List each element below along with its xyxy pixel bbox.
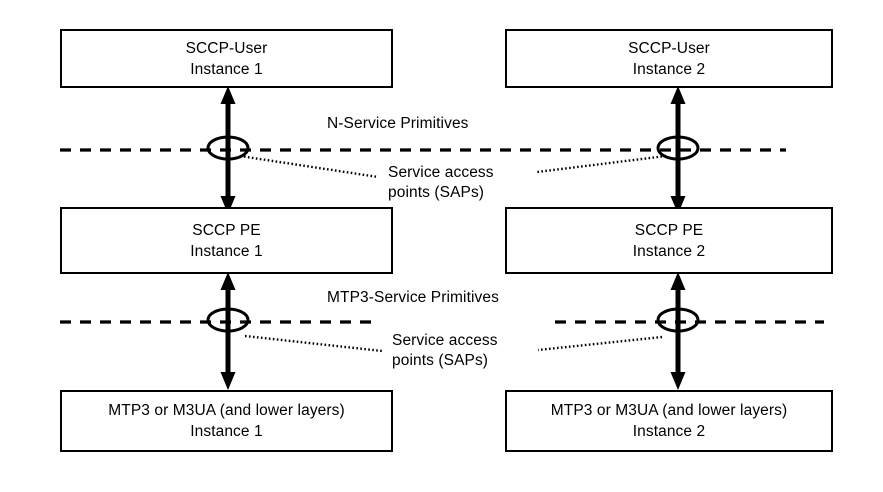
box-mtp3-2-line1: MTP3 or M3UA (and lower layers) bbox=[550, 402, 788, 419]
label-sap-upper-line1: Service access bbox=[388, 164, 494, 181]
box-sccp-pe-1[interactable]: SCCP PE Instance 1 bbox=[60, 207, 393, 274]
label-sap-lower: Service access points (SAPs) bbox=[392, 331, 498, 371]
label-mtp3-service-primitives: MTP3-Service Primitives bbox=[327, 289, 499, 306]
label-sap-lower-line2: points (SAPs) bbox=[392, 352, 489, 369]
ellipse-sap-icon bbox=[206, 135, 250, 161]
ellipse-sap-icon bbox=[656, 307, 700, 333]
box-mtp3-2[interactable]: MTP3 or M3UA (and lower layers) Instance… bbox=[505, 390, 833, 452]
box-sccp-user-1-line2: Instance 1 bbox=[190, 60, 263, 78]
sap-leader-lower-right bbox=[537, 335, 663, 352]
box-mtp3-2-line2: Instance 2 bbox=[632, 423, 706, 440]
box-sccp-user-1[interactable]: SCCP-User Instance 1 bbox=[60, 29, 393, 88]
label-sap-upper: Service access points (SAPs) bbox=[388, 163, 494, 203]
box-sccp-pe-1-line1: SCCP PE bbox=[192, 221, 261, 239]
ellipse-sap-icon bbox=[206, 307, 250, 333]
sap-leader-upper-right bbox=[536, 154, 667, 174]
box-sccp-pe-2-line2: Instance 2 bbox=[632, 242, 706, 260]
box-sccp-user-2-line2: Instance 2 bbox=[632, 60, 706, 78]
box-sccp-pe-2[interactable]: SCCP PE Instance 2 bbox=[505, 207, 833, 274]
box-sccp-pe-1-line2: Instance 1 bbox=[190, 242, 263, 260]
box-sccp-pe-2-line1: SCCP PE bbox=[634, 221, 704, 239]
box-sccp-user-1-line1: SCCP-User bbox=[185, 39, 268, 57]
box-mtp3-1-line2: Instance 1 bbox=[190, 423, 263, 440]
label-sap-upper-line2: points (SAPs) bbox=[388, 184, 485, 201]
box-mtp3-1[interactable]: MTP3 or M3UA (and lower layers) Instance… bbox=[60, 390, 393, 452]
arrow-n-service-right bbox=[670, 86, 686, 214]
ellipse-sap-icon bbox=[656, 135, 700, 161]
sap-leader-upper-left bbox=[239, 154, 379, 179]
arrow-n-service-left bbox=[220, 86, 236, 214]
label-n-service-primitives: N-Service Primitives bbox=[327, 115, 469, 132]
box-mtp3-1-line1: MTP3 or M3UA (and lower layers) bbox=[108, 402, 345, 419]
sap-leader-lower-left bbox=[244, 334, 383, 353]
box-sccp-user-2[interactable]: SCCP-User Instance 2 bbox=[505, 29, 833, 88]
label-sap-lower-line1: Service access bbox=[392, 332, 498, 349]
box-sccp-user-2-line1: SCCP-User bbox=[628, 39, 710, 57]
